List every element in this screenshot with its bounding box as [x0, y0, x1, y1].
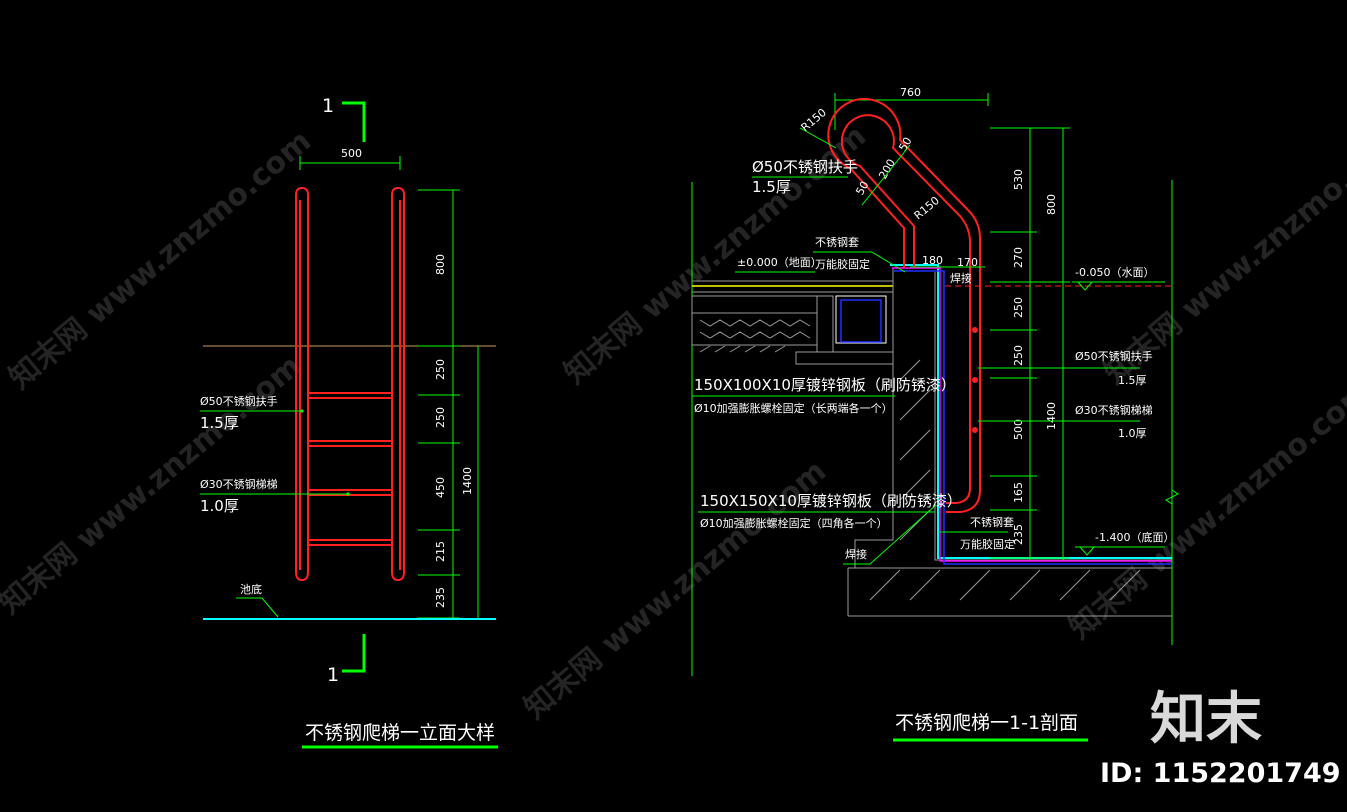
- rung-thk: 1.0厚: [200, 497, 239, 515]
- section-handrail-label: Ø50不锈钢扶手: [752, 158, 858, 176]
- right-vertical-dims: [990, 127, 1070, 560]
- dim-v235: 235: [1012, 524, 1025, 545]
- dim-v800: 800: [1045, 194, 1058, 215]
- sleeve-label: 不锈钢套: [815, 236, 859, 249]
- ladder-rungs: [308, 392, 392, 546]
- dim-d3: 450: [434, 477, 447, 498]
- dim-d170: 170: [957, 256, 978, 269]
- section-handrail: [827, 98, 981, 513]
- dim-d50a: 50: [896, 135, 914, 154]
- bolt2-label: Ø10加强膨胀螺栓固定（四角各一个）: [700, 516, 888, 530]
- section-marker-top-line: [342, 101, 366, 142]
- bottom-level: -1.400（底面）: [1095, 530, 1174, 544]
- bolt1-label: Ø10加强膨胀螺栓固定（长两端各一个）: [694, 401, 893, 415]
- right-section: 760: [691, 86, 1179, 742]
- plate2-label: 150X150X10厚镀锌钢板（刷防锈漆）: [700, 492, 962, 510]
- right-title: 不锈钢爬梯一1-1剖面: [895, 712, 1078, 734]
- dim-top-width: 760: [900, 86, 921, 99]
- deck-layers: [691, 280, 894, 365]
- handrail-thk: 1.5厚: [200, 414, 239, 432]
- weld2-label: 焊接: [845, 547, 867, 561]
- dim-total: 1400: [461, 467, 474, 495]
- dim-r150b: R150: [912, 194, 942, 222]
- plate1-label: 150X100X10厚镀锌钢板（刷防锈漆）: [694, 376, 956, 394]
- left-elevation: 1 1 500: [200, 95, 498, 749]
- weld-label: 焊接: [950, 271, 972, 285]
- dim-v500: 500: [1012, 419, 1025, 440]
- dim-d50b: 50: [853, 179, 871, 198]
- section-rung-thk: 1.0厚: [1118, 427, 1147, 440]
- water-level: -0.050（水面）: [1075, 266, 1154, 279]
- dim-d1: 250: [434, 359, 447, 380]
- left-title: 不锈钢爬梯一立面大样: [305, 722, 495, 744]
- glue2-label: 万能胶固定: [960, 537, 1015, 551]
- pool-wall: [847, 268, 1172, 617]
- ground-level: ±0.000（地面）: [737, 256, 822, 269]
- section-handrail-thk: 1.5厚: [752, 178, 791, 196]
- section-marker-top: 1: [322, 95, 334, 117]
- section-rung-label: Ø30不锈钢梯梯: [1075, 404, 1153, 417]
- ladder-rails: [295, 186, 405, 582]
- dim-width: 500: [341, 147, 362, 160]
- handrail2-label: Ø50不锈钢扶手: [1075, 349, 1153, 363]
- dim-v1400: 1400: [1045, 402, 1058, 430]
- dim-d4: 215: [434, 541, 447, 562]
- sleeve2-label: 不锈钢套: [970, 516, 1014, 529]
- dim-v165: 165: [1012, 482, 1025, 503]
- watermark-1: 知末网 www.znzmo.com: [3, 124, 318, 397]
- dim-v530: 530: [1012, 169, 1025, 190]
- rung-label: Ø30不锈钢梯梯: [200, 478, 278, 491]
- handrail2-thk: 1.5厚: [1118, 374, 1147, 387]
- dim-v270: 270: [1012, 247, 1025, 268]
- section-marker-bottom: 1: [327, 664, 339, 686]
- dim-top: 800: [434, 254, 447, 275]
- dim-d200: 200: [876, 157, 898, 182]
- glue-label: 万能胶固定: [815, 257, 870, 271]
- dim-d180: 180: [922, 254, 943, 267]
- left-vertical-dims: [418, 189, 479, 619]
- dim-d5: 235: [434, 587, 447, 608]
- handrail-label: Ø50不锈钢扶手: [200, 394, 278, 408]
- dim-v250a: 250: [1012, 297, 1025, 318]
- id-label: ID: 1152201749: [1100, 758, 1341, 789]
- dim-d2: 250: [434, 407, 447, 428]
- pool-bottom-label: 池底: [240, 582, 262, 596]
- brand-logo: 知末: [1150, 687, 1262, 752]
- dim-v250b: 250: [1012, 345, 1025, 366]
- section-marker-bottom-line: [342, 634, 366, 673]
